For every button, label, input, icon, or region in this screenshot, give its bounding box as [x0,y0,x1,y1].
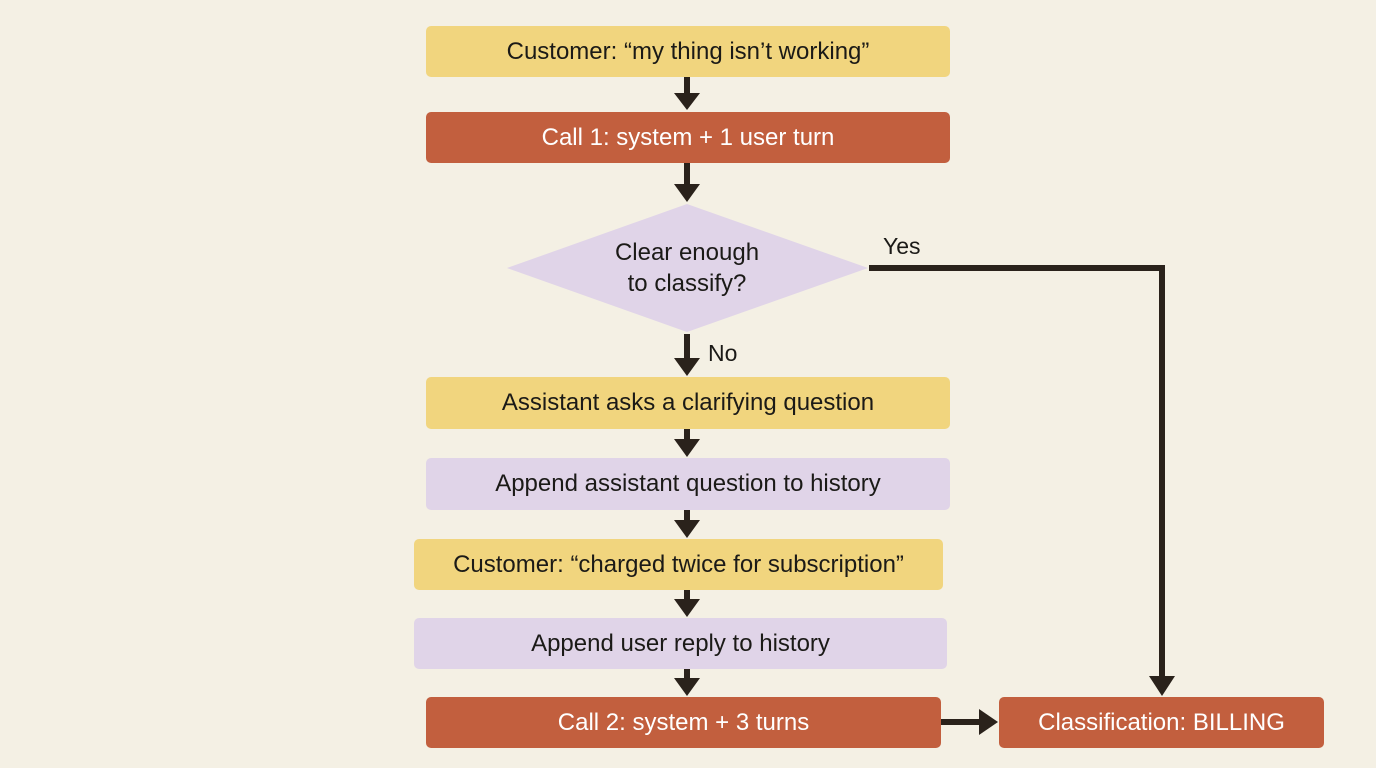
arrow-call2-to-classification [941,709,998,735]
call-2-box: Call 2: system + 3 turns [426,697,941,748]
yes-label: Yes [883,233,921,259]
decision-diamond [507,204,868,332]
arrow-append-to-customer-reply [674,510,700,538]
append-reply-box: Append user reply to history [414,618,947,669]
decision-label-line-1: Clear enough [614,239,760,266]
customer-initial-message-box: Customer: “my thing isn’t working” [426,26,950,77]
arrow-customer-to-call1 [674,77,700,110]
classification-box: Classification: BILLING [999,697,1324,748]
call-1-box: Call 1: system + 1 user turn [426,112,950,163]
arrow-clarify-to-append [674,429,700,457]
decision-label-line-2: to classify? [627,270,747,297]
customer-reply-box: Customer: “charged twice for subscriptio… [414,539,943,590]
arrow-customer-reply-to-append-reply [674,590,700,617]
arrow-decision-yes [869,265,1175,696]
no-label: No [708,340,738,366]
clarifying-question-box: Assistant asks a clarifying question [426,377,950,429]
arrow-call1-to-decision [674,163,700,202]
append-question-box: Append assistant question to history [426,458,950,510]
arrow-append-reply-to-call2 [674,669,700,696]
arrow-decision-no [674,334,700,376]
decision-label: Clear enough to classify? [557,236,817,300]
